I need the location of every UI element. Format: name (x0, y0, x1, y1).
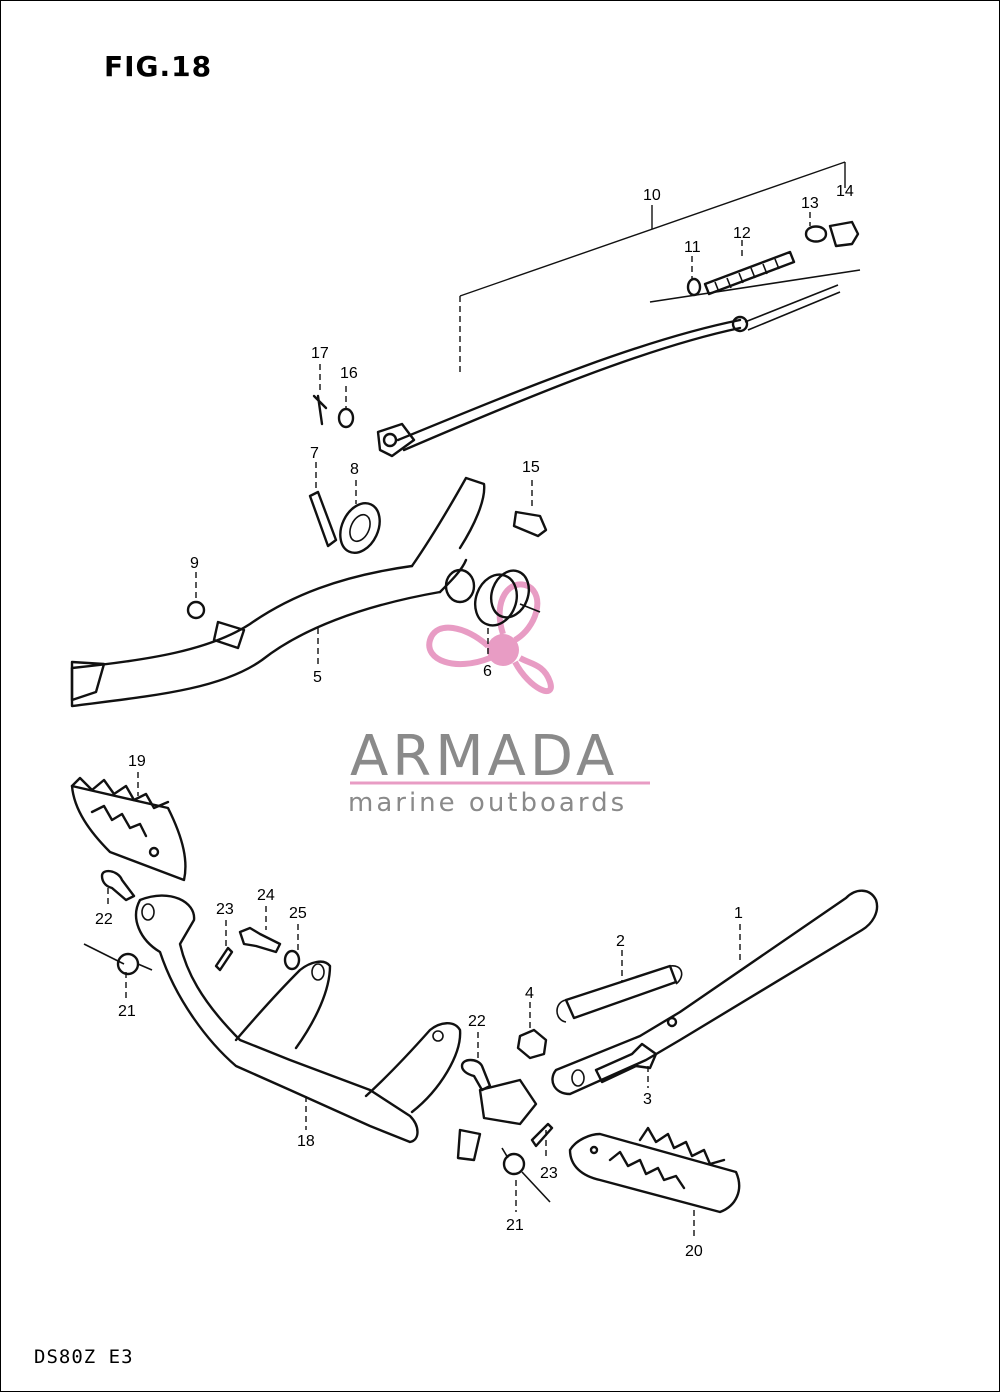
part-label-21-lower: 21 (506, 1217, 524, 1234)
part-label-11: 11 (684, 239, 701, 256)
washer-16 (337, 407, 355, 429)
part-label-13: 13 (801, 195, 819, 212)
pin-22-lower (460, 1058, 492, 1092)
bolt-24 (238, 926, 282, 954)
part-label-23-lower: 23 (540, 1165, 558, 1182)
washer-25 (283, 949, 301, 971)
pin-7 (308, 490, 338, 548)
stand-bolt-3 (594, 1042, 658, 1084)
spring-21-upper (83, 943, 153, 976)
part-label-1: 1 (734, 905, 743, 922)
cap-9 (186, 600, 206, 620)
brake-rod-assembly (376, 269, 861, 458)
bolt-15 (512, 510, 548, 538)
part-label-14: 14 (836, 183, 854, 200)
part-label-21-upper: 21 (118, 1003, 136, 1020)
part-label-4: 4 (525, 985, 534, 1002)
part-label-2: 2 (616, 933, 625, 950)
part-label-6: 6 (483, 663, 492, 680)
stand-spring (556, 964, 683, 1023)
rod-spring (703, 250, 796, 296)
dust-seal-8 (339, 502, 381, 554)
cotter-pin-17 (312, 394, 328, 426)
stand-nut-4 (516, 1028, 548, 1060)
watermark-brand-name: ARMADA (350, 724, 618, 789)
part-label-20: 20 (685, 1243, 703, 1260)
model-code: DS80Z E3 (34, 1346, 134, 1368)
side-stand (551, 889, 879, 1096)
part-label-15: 15 (522, 459, 540, 476)
rod-washer (686, 277, 702, 297)
part-label-25: 25 (289, 905, 307, 922)
footrest-20 (568, 1126, 741, 1214)
part-label-22-lower: 22 (468, 1013, 486, 1030)
return-spring (474, 569, 541, 627)
part-label-3: 3 (643, 1091, 652, 1108)
clip-23-lower (530, 1122, 554, 1148)
clip-23-upper (214, 946, 234, 972)
leader-lines (107, 212, 811, 1238)
part-label-19: 19 (128, 753, 146, 770)
part-10-group-bracket (459, 161, 846, 372)
part-label-18: 18 (297, 1133, 315, 1150)
part-label-5: 5 (313, 669, 322, 686)
part-label-7: 7 (310, 445, 319, 462)
part-label-22-upper: 22 (95, 911, 113, 928)
part-label-10: 10 (643, 187, 661, 204)
pin-22-upper (100, 869, 136, 902)
footrest-bracket-18 (134, 894, 538, 1162)
part-label-23-upper: 23 (216, 901, 234, 918)
rear-brake-pedal (70, 476, 486, 708)
part-label-17: 17 (311, 345, 329, 362)
part-label-12: 12 (733, 225, 751, 242)
part-label-9: 9 (190, 555, 199, 572)
part-labels: 1 2 3 4 5 6 7 8 9 10 11 12 13 14 15 16 1… (95, 183, 854, 1260)
watermark-tagline: marine outboards (348, 788, 627, 818)
figure-title: FIG.18 (104, 50, 213, 83)
rod-joint (804, 225, 828, 243)
footrest-19 (70, 776, 187, 882)
part-label-8: 8 (350, 461, 359, 478)
part-label-24: 24 (257, 887, 275, 904)
adjusting-nut (828, 220, 860, 248)
part-label-16: 16 (340, 365, 358, 382)
spring-21-lower (501, 1147, 551, 1203)
